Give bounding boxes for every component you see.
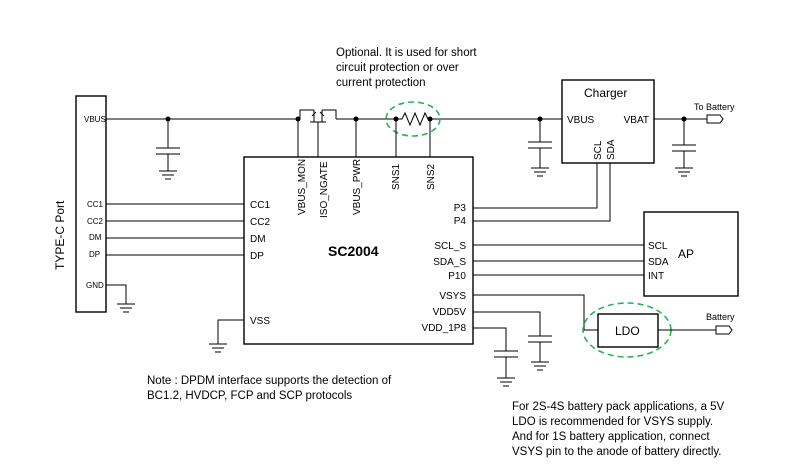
charger-pin-sda: SDA — [606, 139, 617, 160]
sc2004-pin-vdd-1p8: VDD_1P8 — [422, 323, 467, 334]
typec-port-title: TYPE-C Port — [53, 200, 67, 270]
ap-pin-int: INT — [648, 271, 664, 282]
vss-ground-symbol — [209, 319, 244, 353]
ap-block — [643, 211, 739, 297]
vdd1p8-capacitor — [473, 327, 518, 387]
charger-pin-scl: SCL — [593, 140, 604, 160]
sc2004-pin-scl-s: SCL_S — [434, 241, 466, 252]
sense-resistor — [396, 111, 430, 127]
sc2004-left-pins: CC1 CC2 DM DP VSS — [250, 200, 270, 327]
optional-note-line-3: current protection — [336, 77, 426, 89]
ldo-title: LDO — [615, 324, 640, 338]
charger-pins: VBUS VBAT SCL SDA — [567, 115, 649, 160]
typec-pin-dp: DP — [89, 250, 100, 259]
typec-pin-cc1: CC1 — [87, 200, 104, 209]
vbus-capacitor-1 — [156, 119, 180, 180]
vbus-capacitor-2 — [528, 119, 552, 177]
battery-label: Battery — [706, 312, 735, 322]
sc2004-title: SC2004 — [328, 243, 379, 259]
sc2004-pin-vdd5v: VDD5V — [433, 307, 467, 318]
sc2004-pin-sns2: SNS2 — [426, 163, 437, 190]
sc2004-pin-cc2: CC2 — [250, 217, 270, 228]
ldo-note-line-2: LDO is recommended for VSYS supply. — [512, 416, 713, 428]
ap-pin-sda: SDA — [648, 257, 669, 268]
battery-connector — [715, 325, 733, 335]
charger-pin-vbat: VBAT — [624, 115, 649, 126]
dpdm-note-line-2: BC1.2, HVDCP, FCP and SCP protocols — [147, 390, 352, 402]
sc2004-ic-block — [243, 156, 474, 345]
typec-pins: VBUS CC1 CC2 DM DP GND — [84, 115, 106, 290]
optional-note-line-1: Optional. It is used for short — [336, 47, 477, 59]
optional-protection-note: Optional. It is used for short circuit p… — [336, 47, 477, 89]
ap-pin-scl: SCL — [648, 241, 668, 252]
dpdm-note: Note : DPDM interface supports the detec… — [147, 375, 392, 402]
ap-title: AP — [678, 247, 694, 261]
typec-to-sc2004-wires — [106, 203, 244, 256]
sc2004-top-pin-wires — [317, 119, 431, 157]
sc2004-pin-p3: P3 — [454, 203, 467, 214]
typec-gnd-symbol — [106, 284, 135, 313]
ldo-note-line-3: And for 1S battery application, connect — [512, 431, 710, 443]
sc2004-top-pins: VBUS_MON ISO_NGATE VBUS_PWR SNS1 SNS2 — [297, 159, 437, 218]
optional-resistor-highlight — [385, 101, 441, 137]
sc2004-to-charger-i2c-wires — [473, 163, 611, 222]
dpdm-note-line-1: Note : DPDM interface supports the detec… — [147, 375, 392, 387]
ldo-note-line-1: For 2S-4S battery pack applications, a 5… — [512, 401, 725, 413]
sc2004-pin-cc1: CC1 — [250, 200, 270, 211]
ap-pins: SCL SDA INT — [648, 241, 669, 282]
vbat-capacitor — [672, 119, 696, 177]
sc2004-pin-vbus-mon: VBUS_MON — [297, 159, 308, 215]
ldo-note: For 2S-4S battery pack applications, a 5… — [512, 401, 725, 458]
sc2004-pin-vbus-pwr: VBUS_PWR — [352, 159, 363, 215]
sc2004-pin-vss: VSS — [250, 316, 270, 327]
sc2004-pin-vsys: VSYS — [439, 291, 466, 302]
ldo-note-line-4: VSYS pin to the anode of battery directl… — [512, 446, 721, 458]
ldo-block — [597, 313, 659, 348]
typec-pin-vbus: VBUS — [84, 115, 106, 124]
charger-title: Charger — [584, 86, 627, 100]
typec-pin-cc2: CC2 — [87, 217, 104, 226]
vsys-to-ldo-wire — [473, 294, 598, 331]
sc2004-pin-sns1: SNS1 — [391, 163, 402, 190]
to-battery-connector — [706, 114, 724, 124]
optional-note-line-2: circuit protection or over — [336, 62, 459, 74]
sc2004-pin-iso-ngate: ISO_NGATE — [319, 161, 330, 218]
sc2004-pin-dp: DP — [250, 251, 264, 262]
typec-pin-dm: DM — [89, 233, 102, 242]
sc2004-pin-p10: P10 — [448, 271, 466, 282]
to-battery-label: To Battery — [694, 102, 735, 112]
sc2004-right-pins: P3 P4 SCL_S SDA_S P10 VSYS VDD5V VDD_1P8 — [422, 203, 467, 334]
typec-port-block — [75, 95, 107, 313]
charger-block — [561, 79, 655, 164]
sc2004-pin-p4: P4 — [454, 216, 467, 227]
typec-pin-gnd: GND — [86, 281, 104, 290]
sc2004-to-ap-wires — [473, 244, 644, 276]
charger-pin-vbus: VBUS — [567, 115, 595, 126]
sc2004-pin-sda-s: SDA_S — [433, 257, 466, 268]
vdd5v-capacitor — [473, 311, 552, 371]
sc2004-pin-dm: DM — [250, 234, 266, 245]
